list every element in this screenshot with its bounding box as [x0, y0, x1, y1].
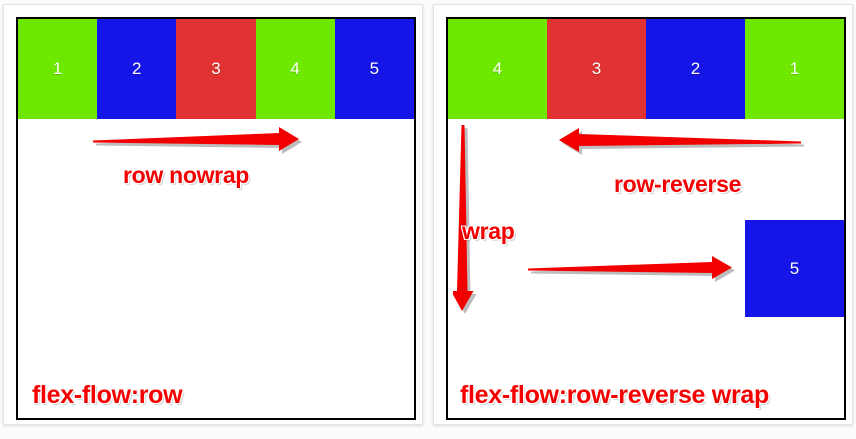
flex-item: 1 [18, 19, 98, 119]
flex-container-row-reverse-wrap: 4 3 2 1 5 row-reverse [446, 17, 846, 420]
flex-item: 1 [745, 19, 844, 119]
flex-item: 2 [646, 19, 745, 119]
flex-line-1: 1 2 3 4 5 [18, 19, 414, 119]
row-reverse-arrow-icon [559, 128, 804, 155]
flex-item: 5 [334, 19, 414, 119]
flex-flow-caption: flex-flow:row [32, 381, 183, 409]
flex-item-wrapped: 5 [745, 220, 844, 317]
wrap-label: wrap [462, 218, 515, 244]
flex-item: 3 [547, 19, 646, 119]
flex-flow-caption: flex-flow:row-reverse wrap [460, 381, 769, 409]
flex-item: 2 [97, 19, 177, 119]
flex-item: 4 [448, 19, 547, 119]
second-line-arrow-icon [528, 256, 735, 282]
row-nowrap-arrow-icon [93, 127, 302, 154]
flex-line-1: 4 3 2 1 [448, 19, 844, 119]
flex-container-row: 1 2 3 4 5 row nowrap flex-flow:row [16, 17, 416, 420]
flex-item: 4 [255, 19, 335, 119]
row-reverse-label: row-reverse [614, 171, 742, 197]
flex-row-panel: 1 2 3 4 5 row nowrap flex-flow:row [3, 4, 423, 425]
flex-row-reverse-wrap-panel: 4 3 2 1 5 row-reverse [433, 4, 853, 425]
flex-item: 3 [176, 19, 256, 119]
row-nowrap-label: row nowrap [123, 162, 250, 188]
